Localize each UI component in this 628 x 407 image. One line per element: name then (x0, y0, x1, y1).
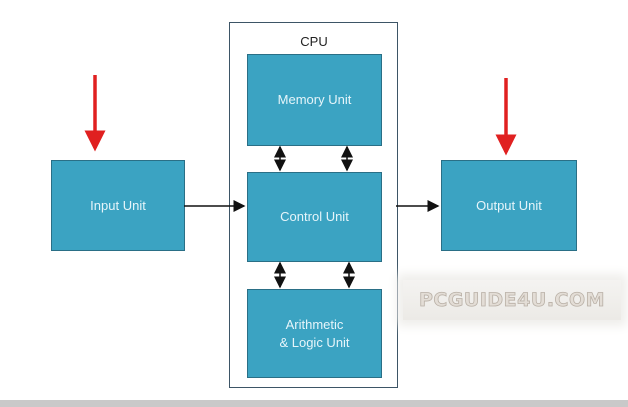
bottom-edge (0, 400, 628, 407)
alu-label-line2: & Logic Unit (279, 334, 350, 350)
memory-unit-box: Memory Unit (247, 54, 382, 146)
alu-label-line1: Arithmetic (285, 316, 344, 332)
output-unit-box: Output Unit (441, 160, 577, 251)
watermark: PCGUIDE4U.COM (403, 280, 621, 320)
alu-box: Arithmetic & Logic Unit (247, 289, 382, 378)
input-unit-label: Input Unit (90, 197, 146, 213)
output-unit-label: Output Unit (476, 197, 542, 213)
cpu-label: CPU (300, 34, 328, 49)
control-unit-label: Control Unit (280, 209, 349, 224)
memory-unit-label: Memory Unit (277, 92, 352, 107)
input-unit-box: Input Unit (51, 160, 185, 251)
control-unit-box: Control Unit (247, 172, 382, 262)
